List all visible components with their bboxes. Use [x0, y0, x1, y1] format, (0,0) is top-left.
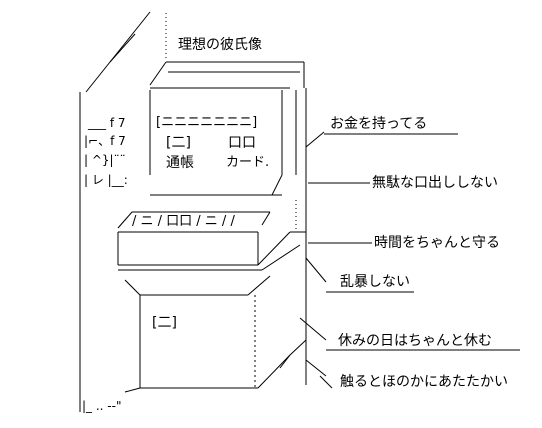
- wallet-line-3: | ^}|¨¨: [84, 153, 126, 167]
- wallet-line-1: ___ f 7: [88, 116, 126, 130]
- cash-card-text: カード.: [226, 155, 270, 170]
- label-punctual: 時間をちゃんと守る: [374, 235, 500, 251]
- label-no-meddling: 無駄な口出ししない: [372, 175, 498, 191]
- label-warm-to-touch: 触るとほのかにあたたかい: [340, 374, 508, 390]
- freezer-shelf-label: [ニニニニニニニ]: [156, 115, 258, 130]
- bottom-scribble: |_ .. --": [82, 399, 122, 413]
- ledger-item: [二]: [166, 135, 191, 151]
- label-rests-on-holidays: 休みの日はちゃんと休む: [338, 333, 492, 349]
- passbook-text: 通帳: [166, 155, 194, 171]
- label-not-violent: 乱暴しない: [340, 274, 410, 290]
- drawer-label: / ニ / 口口 / ニ / /: [132, 214, 235, 229]
- door-mark: [二]: [152, 315, 177, 331]
- label-has-money: お金を持ってる: [330, 116, 428, 132]
- wallet-line-4: | レ |__:: [84, 173, 128, 187]
- card-item: 口口: [228, 135, 256, 151]
- wallet-line-2: |⌐、f 7: [84, 134, 126, 148]
- title-text: 理想の彼氏像: [178, 37, 262, 53]
